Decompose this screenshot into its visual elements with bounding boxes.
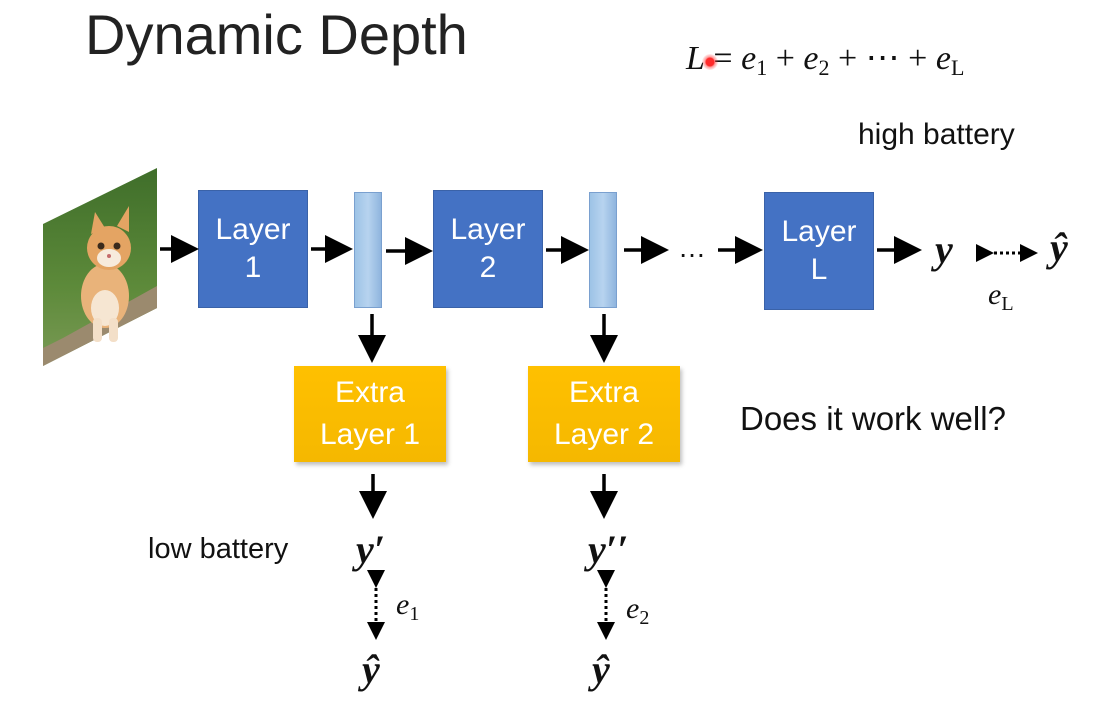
eq-term-L: e <box>935 40 951 77</box>
target-yhat-2: ŷ <box>592 647 610 692</box>
feature-strip-2 <box>589 192 617 308</box>
layers-ellipsis: … <box>678 232 706 263</box>
low-battery-label: low battery <box>148 533 289 565</box>
output-y: y <box>935 227 953 272</box>
laser-pointer-dot <box>702 54 718 70</box>
output-y-prime: y′ <box>356 527 386 572</box>
slide-title: Dynamic Depth <box>85 3 468 66</box>
eq-lhs: L <box>686 40 705 77</box>
error-e1: e1 <box>396 588 420 625</box>
output-y-double-prime: y′′ <box>588 527 629 572</box>
target-yhat-main: ŷ <box>1050 225 1068 270</box>
feature-strip-1 <box>354 192 382 308</box>
error-eL: eL <box>988 278 1014 315</box>
high-battery-label: high battery <box>858 118 1015 151</box>
eq-term-2: e <box>803 40 819 77</box>
target-yhat-1: ŷ <box>362 647 380 692</box>
question-text: Does it work well? <box>740 400 1006 437</box>
kitten-image <box>43 168 157 366</box>
eq-term-1: e <box>741 40 757 77</box>
error-e2: e2 <box>626 592 650 629</box>
eq-ellipsis: ⋯ <box>865 40 900 77</box>
loss-equation: L = e1 + e2 + ⋯ + eL <box>686 40 965 80</box>
